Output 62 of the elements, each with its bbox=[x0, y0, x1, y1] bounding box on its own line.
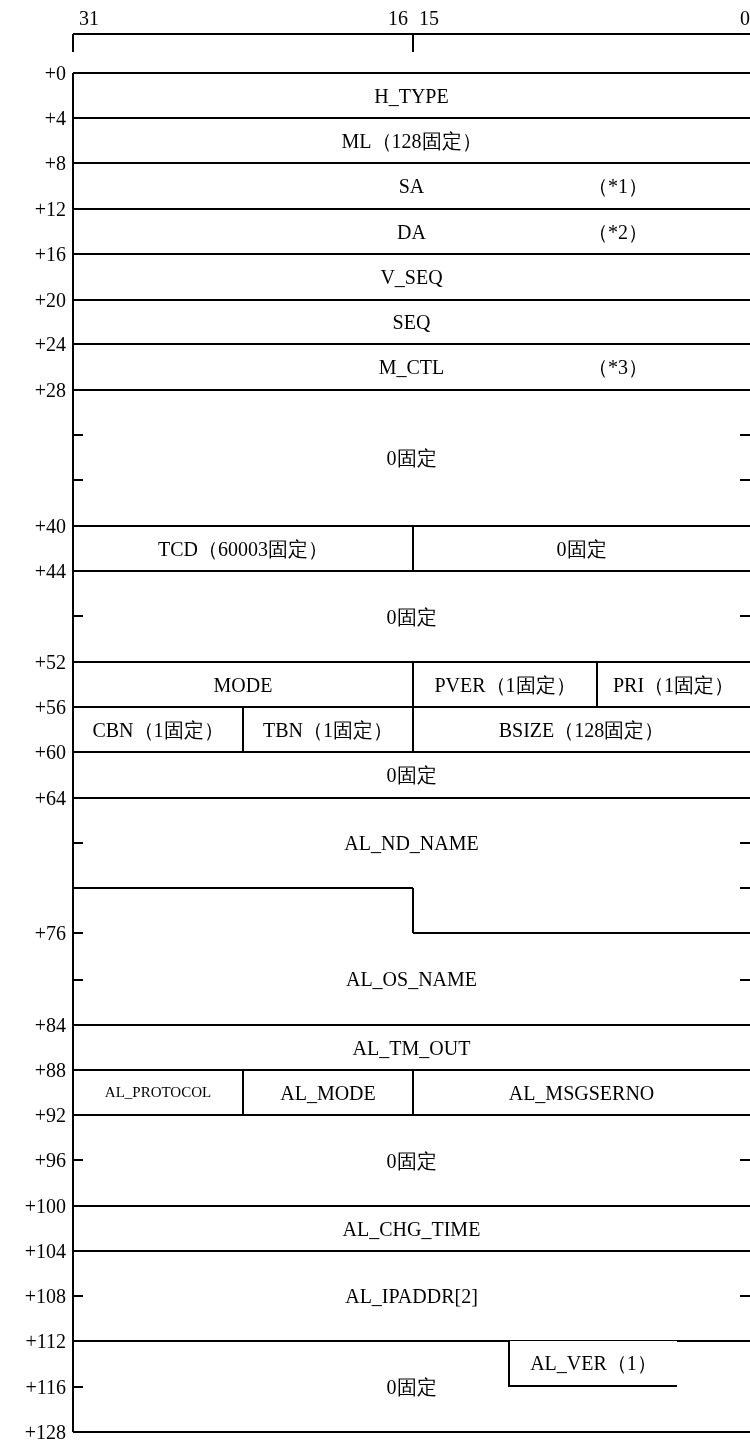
field-name: BSIZE（128固定） bbox=[498, 718, 665, 741]
field-cell bbox=[508, 1341, 677, 1387]
byte-offset: +40 bbox=[34, 516, 66, 536]
field-name: AL_TM_OUT bbox=[352, 1036, 471, 1059]
bit-number: 15 bbox=[419, 8, 439, 28]
byte-offset: +12 bbox=[34, 199, 66, 219]
byte-offset: +8 bbox=[44, 153, 66, 173]
footnote-mark: （*2） bbox=[588, 220, 648, 243]
field-name: AL_ND_NAME bbox=[344, 832, 479, 854]
field-name: AL_MSGSERNO bbox=[508, 1081, 655, 1104]
byte-offset: +16 bbox=[34, 244, 66, 264]
byte-offset: +92 bbox=[34, 1105, 66, 1125]
footnote-mark: （*1） bbox=[588, 175, 648, 197]
field-name: AL_OS_NAME bbox=[345, 968, 478, 990]
field-name: SEQ bbox=[392, 311, 431, 333]
field-name: 0固定 bbox=[556, 537, 607, 560]
field-name: PRI（1固定） bbox=[612, 673, 735, 696]
field-name: M_CTL bbox=[378, 356, 445, 378]
field-name: H_TYPE bbox=[374, 84, 449, 107]
field-name: PVER（1固定） bbox=[434, 673, 576, 696]
byte-offset: +52 bbox=[34, 652, 66, 672]
byte-offset: +76 bbox=[34, 923, 66, 943]
field-name: AL_IPADDR[2] bbox=[345, 1285, 478, 1307]
byte-offset: +28 bbox=[34, 380, 66, 400]
byte-offset: +128 bbox=[24, 1422, 66, 1442]
bit-number: 16 bbox=[388, 8, 408, 28]
byte-offset: +60 bbox=[34, 742, 66, 762]
byte-offset: +108 bbox=[24, 1286, 66, 1306]
byte-offset: +44 bbox=[34, 561, 66, 581]
byte-offset: +100 bbox=[24, 1196, 66, 1216]
field-name: DA bbox=[397, 220, 426, 243]
field-name: MODE bbox=[213, 673, 273, 696]
byte-offset: +96 bbox=[34, 1150, 66, 1170]
byte-offset: +104 bbox=[24, 1241, 66, 1261]
field-name: TCD（60003固定） bbox=[158, 537, 328, 560]
bit-number: 0 bbox=[740, 8, 750, 28]
field-name: AL_VER（1） bbox=[530, 1352, 657, 1374]
field-name: 0固定 bbox=[386, 447, 437, 469]
field-name: 0固定 bbox=[386, 1375, 437, 1398]
bit-number: 31 bbox=[79, 8, 99, 28]
byte-offset: +4 bbox=[44, 108, 66, 128]
byte-offset: +0 bbox=[44, 63, 66, 83]
field-name: 0固定 bbox=[386, 1149, 437, 1172]
field-name: SA bbox=[398, 175, 425, 197]
field-name: CBN（1固定） bbox=[92, 718, 224, 741]
field-name: AL_CHG_TIME bbox=[342, 1217, 481, 1240]
footnote-mark: （*3） bbox=[588, 356, 648, 378]
byte-offset: +84 bbox=[34, 1015, 66, 1035]
byte-offset: +56 bbox=[34, 697, 66, 717]
byte-offset: +24 bbox=[34, 334, 66, 354]
field-name: ML（128固定） bbox=[341, 129, 482, 152]
byte-offset: +88 bbox=[34, 1060, 66, 1080]
field-name: V_SEQ bbox=[380, 266, 443, 288]
field-name: TBN（1固定） bbox=[263, 718, 393, 741]
field-name: 0固定 bbox=[386, 605, 437, 628]
byte-offset: +116 bbox=[25, 1377, 66, 1397]
field-name: AL_MODE bbox=[280, 1081, 376, 1104]
byte-offset: +112 bbox=[25, 1331, 66, 1351]
byte-offset: +64 bbox=[34, 788, 66, 808]
byte-offset: +20 bbox=[34, 290, 66, 310]
field-name: 0固定 bbox=[386, 764, 437, 786]
field-name: AL_PROTOCOL bbox=[104, 1084, 212, 1101]
